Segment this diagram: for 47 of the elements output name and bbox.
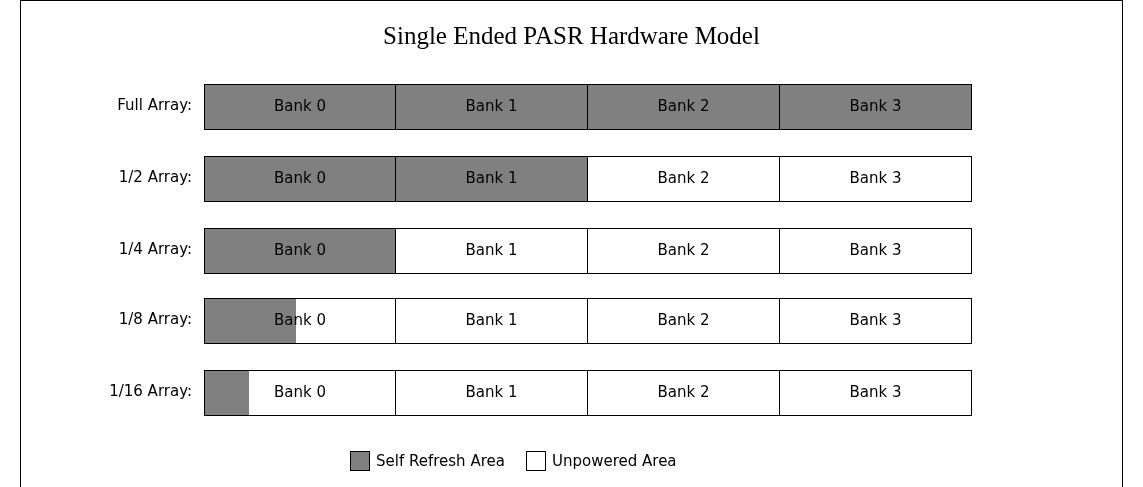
- memory-bank-box: [779, 84, 972, 130]
- memory-bank-box: [779, 156, 972, 202]
- memory-bank-box: [204, 228, 396, 274]
- legend-label: Self Refresh Area: [376, 452, 505, 470]
- bank-label: Bank 3: [848, 97, 903, 115]
- bank-label: Bank 3: [848, 383, 903, 401]
- bank-label: Bank 0: [273, 97, 327, 115]
- bank-label: Bank 1: [464, 241, 519, 259]
- memory-bank-box: [587, 84, 780, 130]
- bank-label: Bank 2: [656, 169, 711, 187]
- memory-bank-box: [587, 156, 780, 202]
- diagram-title: Single Ended PASR Hardware Model: [382, 22, 761, 50]
- memory-bank-box: [204, 156, 396, 202]
- memory-bank-box: [779, 228, 972, 274]
- row-label: 1/8 Array:: [117, 310, 192, 328]
- bank-label: Bank 0: [273, 241, 327, 259]
- bank-label: Bank 0: [273, 383, 327, 401]
- row-label: 1/2 Array:: [117, 168, 192, 186]
- memory-bank-box: [395, 298, 588, 344]
- bank-label: Bank 3: [848, 169, 903, 187]
- bank-label: Bank 2: [656, 383, 711, 401]
- bank-label: Bank 1: [464, 311, 519, 329]
- bank-label: Bank 3: [848, 241, 903, 259]
- row-label: 1/16 Array:: [108, 382, 192, 400]
- legend-label: Unpowered Area: [552, 452, 677, 470]
- bank-label: Bank 1: [464, 97, 519, 115]
- memory-bank-box: [395, 156, 588, 202]
- bank-label: Bank 3: [848, 311, 903, 329]
- memory-bank-box: [204, 370, 396, 416]
- memory-bank-box: [587, 298, 780, 344]
- bank-label: Bank 2: [656, 241, 711, 259]
- memory-bank-box: [587, 370, 780, 416]
- bank-label: Bank 2: [656, 97, 711, 115]
- row-label: 1/4 Array:: [117, 240, 192, 258]
- memory-bank-box: [204, 298, 396, 344]
- bank-label: Bank 1: [464, 383, 519, 401]
- bank-label: Bank 2: [656, 311, 711, 329]
- memory-bank-box: [395, 228, 588, 274]
- bank-label: Bank 0: [273, 169, 327, 187]
- bank-label: Bank 1: [464, 169, 519, 187]
- memory-bank-box: [395, 84, 588, 130]
- memory-bank-box: [779, 370, 972, 416]
- memory-bank-box: [587, 228, 780, 274]
- memory-bank-box: [395, 370, 588, 416]
- memory-bank-box: [779, 298, 972, 344]
- memory-bank-box: [204, 84, 396, 130]
- row-label: Full Array:: [116, 96, 192, 114]
